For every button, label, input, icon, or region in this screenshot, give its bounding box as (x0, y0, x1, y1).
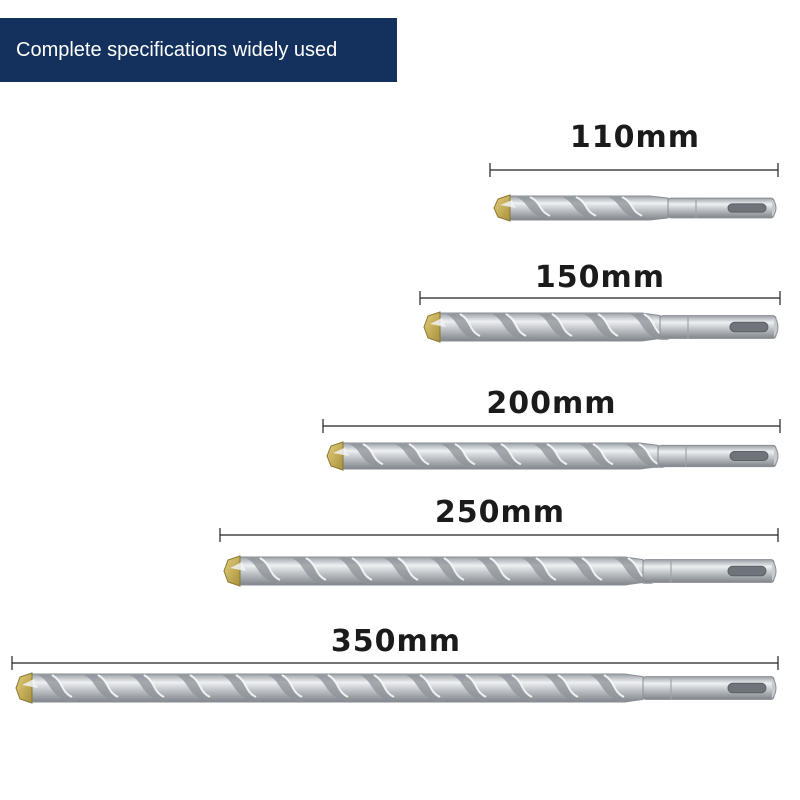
drill-bit-110mm (489, 163, 779, 222)
size-label-200mm: 200mm (486, 386, 617, 421)
size-label-110mm: 110mm (569, 120, 701, 155)
size-label-250mm: 250mm (434, 495, 566, 530)
dimension-line-150mm (419, 291, 781, 305)
carbide-tip (223, 555, 241, 587)
drill-bit-350mm (11, 656, 779, 704)
sds-slot (729, 321, 769, 333)
drill-bit-150mm (419, 291, 781, 343)
drill-bit-250mm (219, 528, 779, 587)
carbide-tip (493, 194, 511, 222)
spec-banner-text: Complete specifications widely used (16, 38, 338, 61)
dimension-line-110mm (489, 163, 779, 177)
dimension-line-250mm (219, 528, 779, 542)
drill-bit-200mm (322, 419, 781, 471)
carbide-tip (326, 441, 344, 471)
dimension-line-200mm (322, 419, 781, 433)
spec-banner: Complete specifications widely used (0, 18, 397, 82)
sds-slot (727, 682, 767, 694)
carbide-tip (423, 311, 441, 343)
carbide-tip (15, 672, 33, 704)
size-label-350mm: 350mm (330, 624, 462, 659)
size-label-150mm: 150mm (534, 260, 666, 295)
sds-slot (727, 203, 767, 213)
dimension-line-350mm (11, 656, 779, 670)
sds-slot (729, 451, 769, 461)
sds-slot (727, 565, 767, 577)
